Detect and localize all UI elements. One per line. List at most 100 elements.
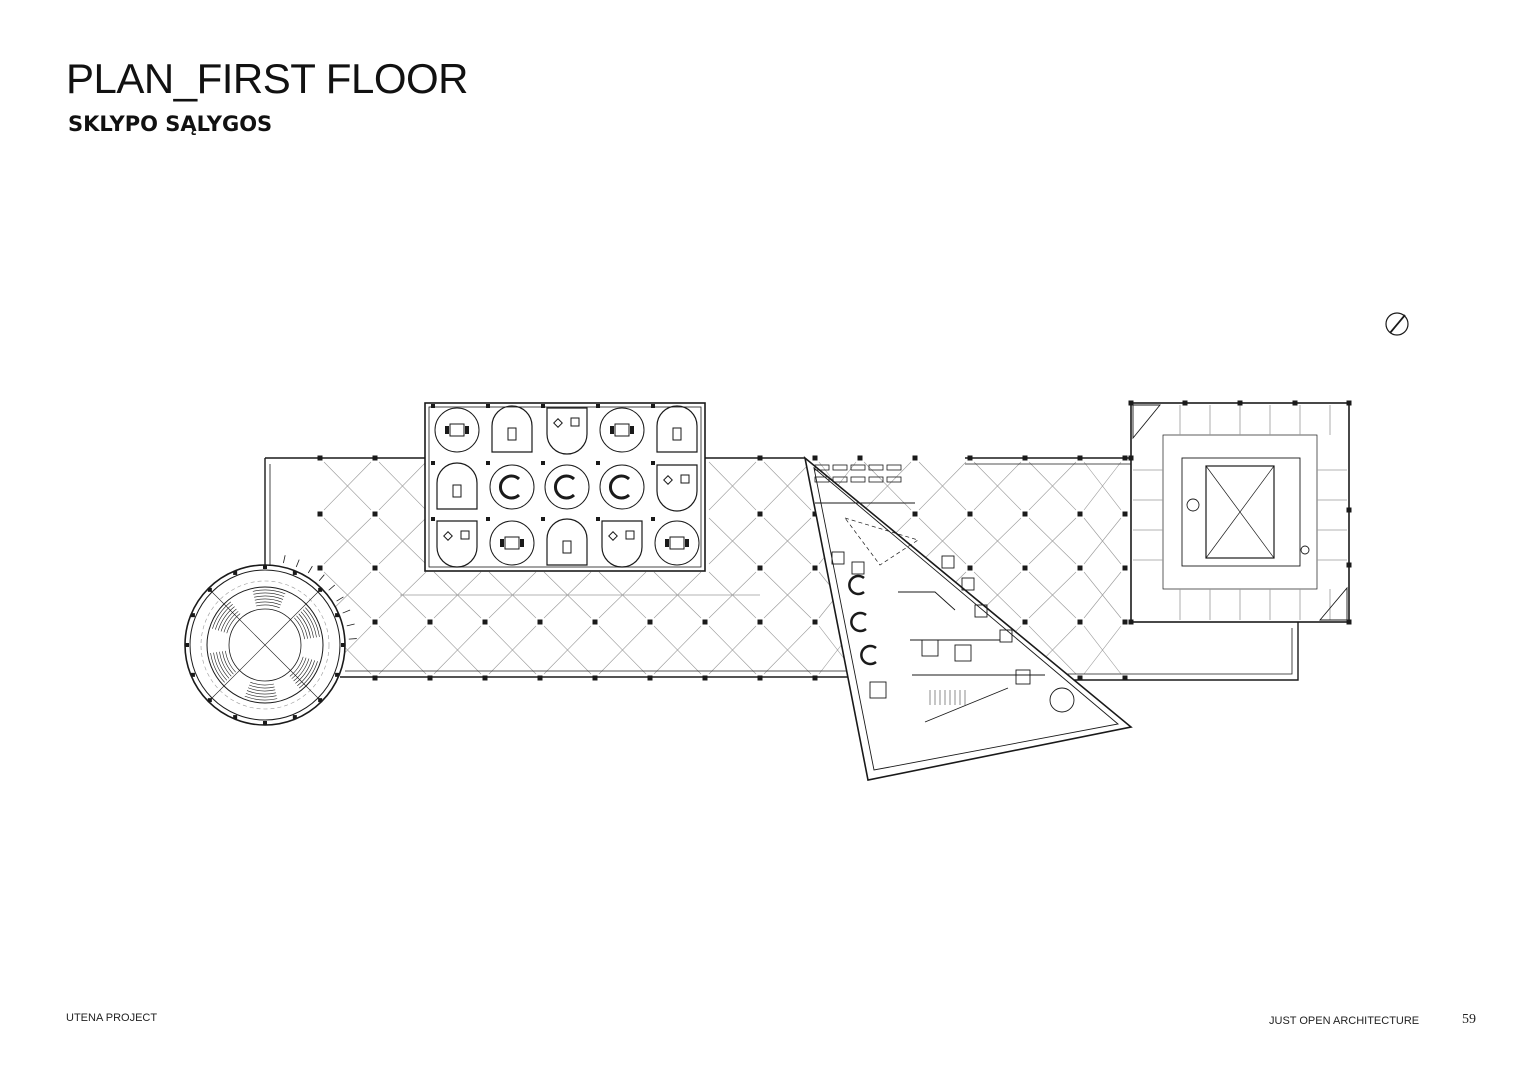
shelf (832, 476, 848, 483)
shelf (886, 464, 902, 471)
facade-fin (283, 555, 286, 564)
column (812, 511, 818, 517)
grid-diagonal (763, 461, 812, 511)
slab-edge-bottom-right (1045, 622, 1299, 681)
shelf (832, 464, 848, 471)
column (967, 511, 973, 517)
column (757, 619, 763, 625)
column (318, 587, 323, 592)
room-apse (656, 464, 698, 512)
facade-fin (336, 596, 344, 602)
column (372, 511, 378, 517)
grid-diagonal (1083, 625, 1122, 675)
column (335, 672, 340, 677)
facade-fin (346, 623, 355, 627)
shelf (850, 476, 866, 483)
column (912, 455, 918, 461)
fixture (608, 531, 618, 541)
seating-row (253, 592, 285, 597)
seating-row (246, 690, 276, 695)
column (596, 461, 600, 465)
column (233, 570, 238, 575)
seating-row (217, 606, 235, 631)
column (190, 613, 195, 618)
seating-row (249, 684, 275, 689)
table-group (961, 577, 975, 591)
column (651, 517, 655, 521)
room-circle (599, 464, 645, 510)
page-number: 59 (1462, 1012, 1476, 1027)
north-arrow-needle (1389, 314, 1406, 334)
wing-outline (803, 455, 1133, 781)
seating-row (291, 657, 307, 679)
grid-diagonal (918, 517, 967, 565)
grid-diagonal (653, 625, 702, 675)
column (431, 461, 435, 465)
column (1122, 565, 1128, 571)
column (372, 675, 378, 681)
tower-block (1128, 400, 1352, 625)
seating-row (299, 661, 318, 689)
room-apse (546, 518, 588, 566)
column (812, 675, 818, 681)
table (614, 423, 630, 437)
grid-diagonal (378, 461, 427, 511)
wing-partition (898, 591, 956, 611)
grid-diagonal (973, 517, 1022, 565)
fixture (553, 418, 563, 428)
column (486, 517, 490, 521)
chair (465, 426, 469, 434)
seating-row (247, 687, 276, 692)
table (504, 536, 520, 550)
grid-diagonal (973, 461, 1022, 511)
column (757, 511, 763, 517)
round-table (1049, 687, 1075, 713)
seating-row (305, 607, 320, 637)
grid-diagonal (763, 517, 812, 565)
curved-seating (850, 611, 867, 633)
room-circle (654, 520, 700, 566)
fixture (443, 531, 453, 541)
room-circle (599, 407, 645, 453)
stair-core (1015, 669, 1031, 685)
column (592, 675, 598, 681)
rooms-block (424, 402, 706, 572)
table-group (941, 555, 955, 569)
column (1077, 675, 1083, 681)
seating-row (298, 613, 311, 639)
grid-diagonal (433, 625, 482, 675)
table (669, 536, 685, 550)
rooms-block-inner (428, 406, 702, 568)
column (318, 698, 323, 703)
chair (445, 426, 449, 434)
grid-diagonal (708, 461, 757, 511)
grid-diagonal (378, 517, 427, 565)
column (1077, 619, 1083, 625)
grid-diagonal (378, 625, 427, 675)
column (431, 517, 435, 521)
grid-diagonal (323, 517, 372, 565)
grid-diagonal (1083, 517, 1122, 565)
triangular-wing (803, 455, 1133, 781)
room-circle (544, 464, 590, 510)
column (541, 517, 545, 521)
table-group (974, 604, 988, 618)
column (967, 565, 973, 571)
column (651, 461, 655, 465)
wing-partition (924, 687, 1009, 723)
column (207, 698, 212, 703)
chair (665, 539, 669, 547)
column (233, 715, 238, 720)
column (482, 675, 488, 681)
column (596, 517, 600, 521)
tower-core (1181, 457, 1301, 567)
curved-seating (860, 644, 877, 666)
seating-row (254, 595, 284, 600)
seating-row (225, 650, 236, 673)
column (541, 461, 545, 465)
grid-diagonal (598, 625, 647, 675)
column (372, 619, 378, 625)
column (427, 675, 433, 681)
column (1128, 619, 1134, 625)
column (702, 619, 708, 625)
